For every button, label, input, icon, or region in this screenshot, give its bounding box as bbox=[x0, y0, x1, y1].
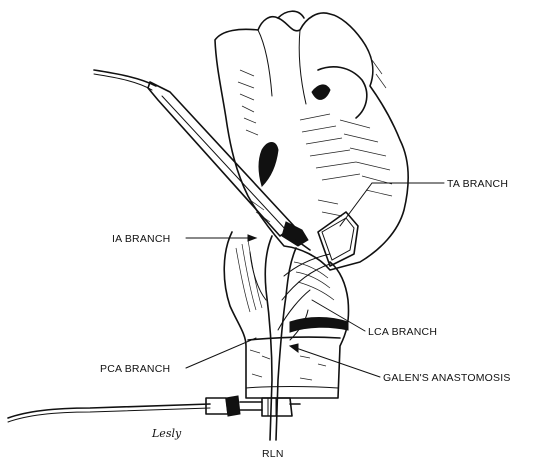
upper-electrode-illustration bbox=[94, 70, 310, 250]
label-ta-branch: TA BRANCH bbox=[447, 178, 508, 190]
cricoid-illustration bbox=[224, 232, 348, 398]
thyroid-cartilage-illustration bbox=[215, 11, 408, 270]
label-ia-branch: IA BRANCH bbox=[112, 233, 170, 245]
artist-signature: Lesly bbox=[151, 427, 182, 440]
label-rln: RLN bbox=[262, 448, 284, 460]
lower-electrode-illustration bbox=[8, 396, 300, 422]
label-lca-branch: LCA BRANCH bbox=[368, 326, 437, 338]
label-pca-branch: PCA BRANCH bbox=[100, 363, 170, 375]
cartilage-shading bbox=[238, 60, 392, 222]
label-galens-anastomosis: GALEN'S ANASTOMOSIS bbox=[383, 372, 511, 384]
